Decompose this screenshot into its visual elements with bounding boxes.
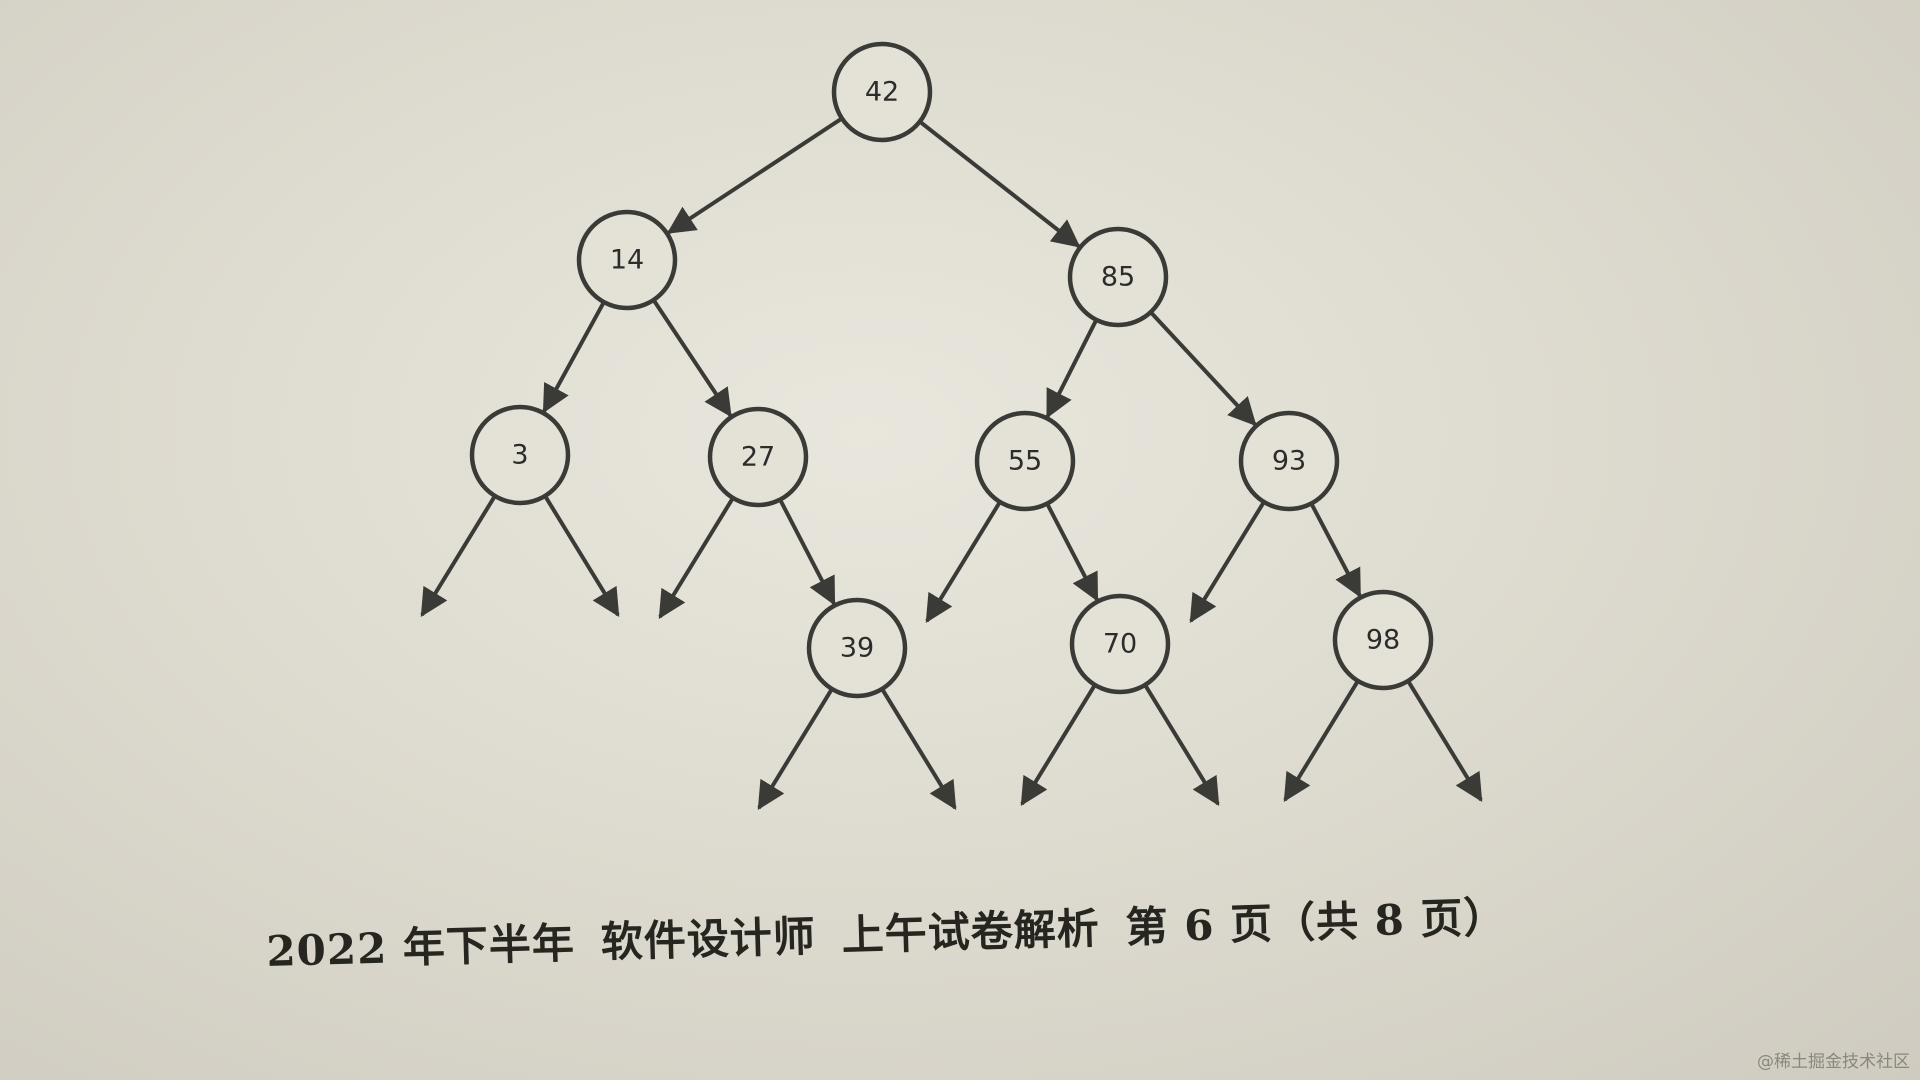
tree-node-3: 3 — [469, 404, 571, 506]
tree-node-42: 42 — [831, 41, 933, 143]
null-arrow-3-right — [543, 494, 620, 617]
null-arrow-98-right — [1406, 679, 1483, 802]
footer-exam-name: 软件设计师 — [600, 911, 817, 967]
tree-edge-14-27 — [651, 298, 732, 418]
node-circle — [1067, 226, 1169, 328]
tree-node-27: 27 — [707, 406, 809, 508]
tree-node-55: 55 — [974, 410, 1076, 512]
tree-edges — [542, 116, 1362, 606]
node-label: 42 — [865, 77, 899, 108]
null-pointer-arrows — [420, 494, 1483, 810]
null-arrow-70-right — [1143, 683, 1220, 806]
node-label: 93 — [1272, 446, 1306, 477]
node-label: 85 — [1101, 262, 1135, 293]
tree-node-93: 93 — [1238, 410, 1340, 512]
tree-edge-55-70 — [1045, 502, 1099, 602]
tree-edge-27-39 — [778, 498, 836, 606]
node-label: 70 — [1103, 629, 1137, 660]
node-circle — [1069, 593, 1171, 695]
tree-nodes: 42 14 85 3 27 55 93 39 70 98 — [469, 41, 1434, 699]
null-arrow-70-left — [1020, 683, 1097, 806]
node-circle — [576, 209, 678, 311]
node-circle — [1238, 410, 1340, 512]
node-label: 55 — [1008, 446, 1042, 477]
node-label: 3 — [511, 440, 528, 471]
tree-edge-85-93 — [1149, 310, 1257, 427]
null-arrow-3-left — [420, 494, 497, 617]
node-circle — [707, 406, 809, 508]
node-label: 39 — [840, 633, 874, 664]
tree-edge-93-98 — [1309, 502, 1362, 598]
null-arrow-39-left — [757, 687, 834, 810]
null-arrow-27-left — [658, 496, 735, 619]
node-label: 98 — [1366, 625, 1400, 656]
footer-paper-title: 上午试卷解析 — [841, 903, 1101, 960]
tree-edge-42-14 — [666, 116, 844, 235]
null-arrow-55-left — [925, 500, 1002, 623]
null-arrow-93-left — [1189, 500, 1266, 623]
node-label: 27 — [741, 442, 775, 473]
tree-edge-14-3 — [542, 301, 606, 414]
node-circle — [469, 404, 571, 506]
node-label: 14 — [610, 245, 644, 276]
tree-edge-42-85 — [918, 120, 1081, 248]
tree-node-98: 98 — [1332, 589, 1434, 691]
tree-node-85: 85 — [1067, 226, 1169, 328]
footer-year-term: 2022 年下半年 — [265, 918, 576, 977]
tree-node-70: 70 — [1069, 593, 1171, 695]
tree-node-14: 14 — [576, 209, 678, 311]
node-circle — [974, 410, 1076, 512]
null-arrow-39-right — [880, 687, 957, 810]
node-circle — [831, 41, 933, 143]
footer-page-number: 第 6 页（共 8 页） — [1124, 892, 1508, 953]
watermark: @稀土掘金技术社区 — [1757, 1052, 1910, 1072]
tree-node-39: 39 — [806, 597, 908, 699]
node-circle — [1332, 589, 1434, 691]
null-arrow-98-left — [1283, 679, 1360, 802]
node-circle — [806, 597, 908, 699]
tree-edge-85-55 — [1045, 318, 1099, 419]
